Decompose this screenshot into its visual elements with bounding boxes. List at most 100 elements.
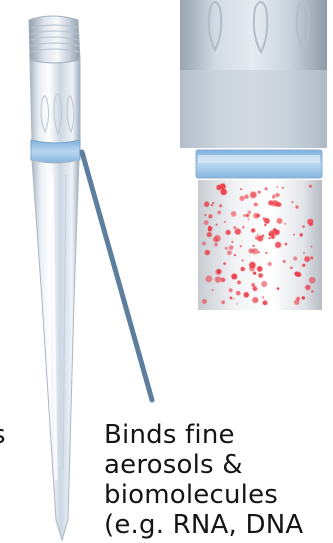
particle xyxy=(304,256,311,263)
particle xyxy=(240,188,242,190)
particle xyxy=(203,220,209,226)
particle xyxy=(276,287,279,290)
particle xyxy=(252,296,260,304)
particle xyxy=(216,184,223,191)
particle xyxy=(212,236,219,243)
particle xyxy=(217,210,222,215)
particle xyxy=(240,266,246,272)
particle xyxy=(263,217,270,224)
particle xyxy=(224,221,226,223)
particle xyxy=(230,211,237,218)
particle xyxy=(248,219,250,221)
particle xyxy=(252,245,255,248)
particle xyxy=(282,186,285,189)
particle xyxy=(262,296,265,299)
particle xyxy=(302,263,306,267)
particle xyxy=(205,275,213,283)
particle xyxy=(258,273,264,279)
particle xyxy=(216,269,222,275)
particle xyxy=(211,289,214,292)
particle xyxy=(214,242,219,247)
filter-caption: Binds fine aerosols & biomolecules (e.g.… xyxy=(104,420,333,540)
particle xyxy=(242,226,245,229)
particle xyxy=(211,204,214,207)
particle xyxy=(262,300,268,306)
particle xyxy=(249,191,257,199)
particle xyxy=(308,276,316,284)
particle xyxy=(224,246,228,250)
caption-line-1: Binds fine xyxy=(104,420,333,450)
particle xyxy=(264,187,268,191)
particle xyxy=(301,296,305,300)
particle xyxy=(308,184,312,188)
particle xyxy=(229,296,233,300)
particle xyxy=(293,233,296,236)
partial-text-fragment: s xyxy=(0,420,6,450)
particle xyxy=(265,252,268,255)
particle xyxy=(223,262,226,265)
particle xyxy=(267,261,272,266)
particle xyxy=(204,214,207,217)
particle xyxy=(296,296,301,301)
particle xyxy=(208,214,213,219)
particle xyxy=(293,256,298,261)
particle xyxy=(284,242,287,245)
particle xyxy=(234,228,242,236)
particle xyxy=(252,286,257,291)
particle xyxy=(303,252,306,255)
particle xyxy=(290,266,293,269)
particle xyxy=(243,291,250,298)
particle xyxy=(251,228,256,233)
particle xyxy=(203,201,210,208)
particle xyxy=(257,190,261,194)
caption-line-2: aerosols & xyxy=(104,450,333,480)
particle xyxy=(236,303,238,305)
particle xyxy=(253,202,258,207)
particle xyxy=(253,250,255,252)
particle xyxy=(251,247,259,255)
particle xyxy=(256,265,263,272)
particle xyxy=(274,241,282,249)
particle xyxy=(204,249,211,256)
particle xyxy=(228,288,233,293)
particle xyxy=(302,225,306,229)
particle xyxy=(272,196,275,199)
particle xyxy=(215,223,218,226)
particle xyxy=(239,245,242,248)
particle xyxy=(249,265,256,272)
particle xyxy=(284,223,286,225)
particle xyxy=(206,231,212,237)
particle xyxy=(231,273,238,280)
particle xyxy=(307,218,315,226)
particle xyxy=(271,199,279,207)
particle xyxy=(299,233,303,237)
particle xyxy=(276,217,283,224)
particle xyxy=(228,245,234,251)
particle xyxy=(282,260,286,264)
particle xyxy=(291,201,294,204)
particle xyxy=(235,290,241,296)
particle xyxy=(231,241,234,244)
particle xyxy=(219,204,223,208)
particle xyxy=(202,241,207,246)
caption-line-3: biomolecules xyxy=(104,480,333,510)
particle xyxy=(221,300,226,305)
particle xyxy=(253,212,260,219)
particle xyxy=(243,214,247,218)
particle xyxy=(310,256,314,260)
pointer-line xyxy=(82,152,152,400)
particle xyxy=(261,280,268,287)
particle xyxy=(208,225,212,229)
particle xyxy=(276,186,278,188)
particle xyxy=(311,290,314,293)
particle xyxy=(239,195,245,201)
caption-line-4: (e.g. RNA, DNA xyxy=(104,510,333,540)
particle xyxy=(241,259,244,262)
particle xyxy=(226,250,232,256)
particle xyxy=(254,236,258,240)
particle xyxy=(271,229,278,236)
particle xyxy=(304,284,311,291)
particle xyxy=(310,246,312,248)
particle xyxy=(294,271,300,277)
particle xyxy=(234,254,237,257)
